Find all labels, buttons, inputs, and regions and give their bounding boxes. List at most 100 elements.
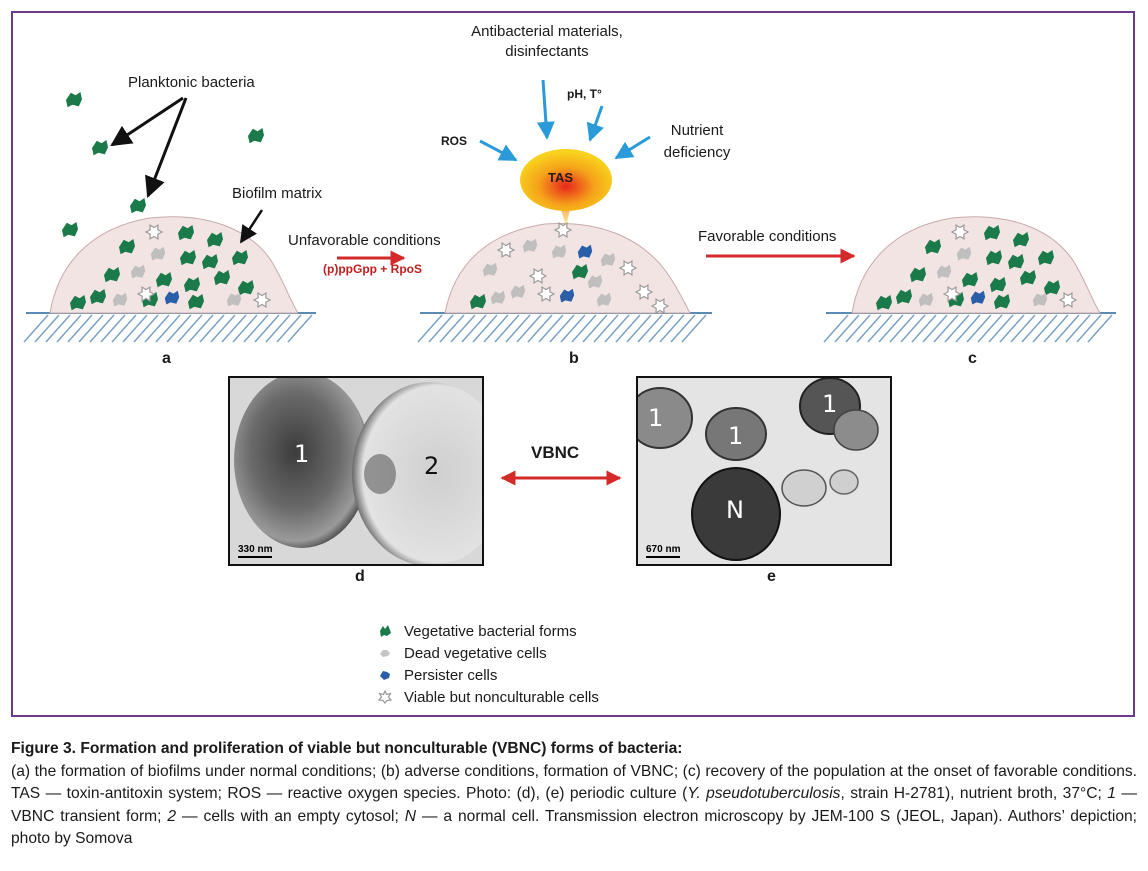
planktonic-bacteria-label: Planktonic bacteria <box>128 74 255 91</box>
caption-title: Figure 3. Formation and proliferation of… <box>11 740 683 757</box>
surface-c <box>823 312 1116 343</box>
ros-label: ROS <box>441 134 468 148</box>
vegetative-cell <box>202 254 218 270</box>
unfavorable-conditions-label: Unfavorable conditions <box>288 232 441 249</box>
vegetative-cell <box>104 267 120 283</box>
vegetative-cell <box>184 277 200 293</box>
legend-label: Persister cells <box>404 666 498 684</box>
vegetative-cell <box>1044 280 1060 296</box>
vegetative-cell <box>92 140 108 156</box>
vbnc-cell <box>136 285 156 303</box>
legend-label: Vegetative bacterial forms <box>404 622 577 640</box>
dead-cell <box>130 264 146 279</box>
dead-cell <box>490 290 506 305</box>
dead-cell <box>596 292 612 307</box>
cell-label-1a: 1 <box>648 404 664 432</box>
figure-caption: Figure 3. Formation and proliferation of… <box>11 738 1137 851</box>
dead-cell <box>587 274 603 289</box>
planktonic-arrows <box>110 96 188 198</box>
dead-cell <box>918 292 934 307</box>
vbnc-cell <box>650 297 670 315</box>
biofilm-mound-c <box>851 216 1101 314</box>
vbnc-cell <box>1058 291 1078 309</box>
diagram-canvas <box>23 79 1116 486</box>
vegetative-cell <box>214 270 230 286</box>
dead-cell <box>1032 292 1048 307</box>
vegetative-cell <box>180 250 196 266</box>
vegetative-cell <box>994 294 1010 310</box>
vegetative-cell <box>188 294 204 310</box>
cell-label-1b: 1 <box>728 422 744 450</box>
micrograph-d: 1 2 330 nm <box>228 376 484 566</box>
dead-cell <box>510 284 526 299</box>
vegetative-cell <box>1038 250 1054 266</box>
caption-body: (a) the formation of biofilms under norm… <box>11 762 1137 848</box>
panel-b-letter: b <box>569 350 579 367</box>
legend-item-persister: Persister cells <box>378 664 599 686</box>
vegetative-cell <box>896 289 912 305</box>
vegetative-cell <box>178 225 194 241</box>
legend-item-dead: Dead vegetative cells <box>378 642 599 664</box>
vegetative-cell <box>1008 254 1024 270</box>
micrograph-d-image <box>230 378 482 564</box>
vegetative-cell <box>1020 270 1036 286</box>
vegetative-cell <box>156 272 172 288</box>
persister-cell <box>970 290 986 305</box>
vegetative-cell <box>232 250 248 266</box>
stressor-arrows <box>479 79 651 162</box>
scale-bar-e: 670 nm <box>646 544 681 558</box>
vegetative-cell <box>62 222 78 238</box>
cell-label-2: 2 <box>424 452 440 480</box>
vegetative-cell <box>962 272 978 288</box>
vegetative-cell <box>990 277 1006 293</box>
dead-cell <box>600 252 616 267</box>
tas-label: TAS <box>548 170 574 185</box>
vegetative-cell <box>1013 232 1029 248</box>
vegetative-cell <box>984 225 1000 241</box>
vegetative-cell <box>119 239 135 255</box>
legend-item-vbnc: Viable but nonculturable cells <box>378 686 599 708</box>
vbnc-cell <box>496 241 516 259</box>
favorable-conditions-label: Favorable conditions <box>698 228 837 245</box>
micrograph-e: 1 1 1 N 670 nm <box>636 376 892 566</box>
vegetative-cell <box>238 280 254 296</box>
vbnc-cell <box>536 285 556 303</box>
vbnc-cell <box>634 283 654 301</box>
legend-label: Dead vegetative cells <box>404 644 547 662</box>
vbnc-label: VBNC <box>531 443 580 462</box>
panel-a-letter: a <box>162 350 171 367</box>
vegetative-cell <box>90 289 106 305</box>
dead-cell <box>936 264 952 279</box>
cell-label-n: N <box>726 496 744 524</box>
biofilm-matrix-label: Biofilm matrix <box>232 185 323 202</box>
vegetative-cell <box>70 295 86 311</box>
dead-cell <box>956 246 972 261</box>
signal-label: (p)ppGpp + RpoS <box>323 262 422 276</box>
cell-label-1c: 1 <box>822 390 838 418</box>
antibacterial-label: Antibacterial materials, disinfectants <box>471 23 623 60</box>
vegetative-cell <box>925 239 941 255</box>
persister-cell <box>577 244 593 259</box>
micrograph-d-letter: d <box>355 568 365 585</box>
micrograph-e-letter: e <box>767 568 776 585</box>
surface-a <box>23 312 316 343</box>
dead-cell <box>522 238 538 253</box>
micrograph-e-image <box>638 378 890 564</box>
persister-cell <box>164 290 180 305</box>
figure-frame <box>11 11 1135 717</box>
legend-label: Viable but nonculturable cells <box>404 688 599 706</box>
nutrient-deficiency-label: Nutrient deficiency <box>663 122 731 161</box>
biofilm-matrix-arrow <box>239 209 264 244</box>
vbnc-cell <box>553 221 573 239</box>
tas-structure <box>520 149 612 226</box>
vegetative-cell <box>876 295 892 311</box>
vegetative-cell <box>572 264 588 280</box>
vegetative-cell <box>470 294 486 310</box>
vbnc-cell <box>528 267 548 285</box>
cell-label-1: 1 <box>294 440 310 468</box>
vbnc-cell-icon <box>378 690 392 704</box>
vegetative-cell <box>910 267 926 283</box>
vegetative-cell <box>207 232 223 248</box>
dead-cell <box>112 292 128 307</box>
dead-cell <box>551 244 567 259</box>
